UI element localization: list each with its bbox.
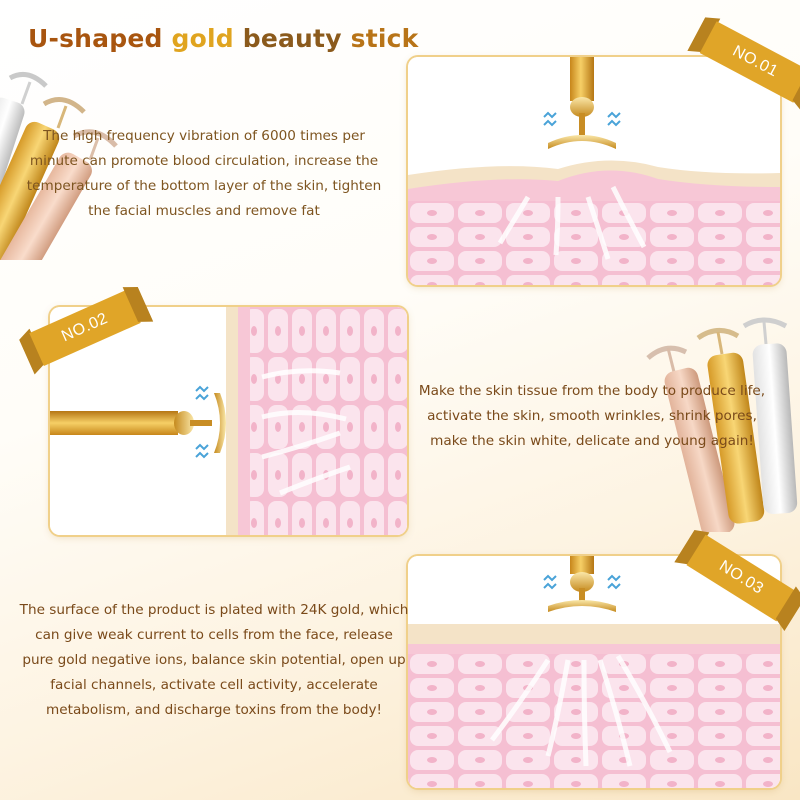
step-description-2: Make the skin tissue from the body to pr… [418,383,766,449]
stick-icon [548,57,616,149]
vibration-wave-icon [543,574,621,590]
silver-stick-icon [0,71,48,227]
silver-stick-icon [742,317,798,515]
ribbon-badge-icon [674,529,800,632]
title-word-3: beauty [242,24,342,53]
product-wands-right [638,312,800,532]
ribbon-badge-icon [19,286,154,375]
arrow-flow-icon [497,185,647,260]
ribbon-badge-icon [687,17,800,112]
illustration-panel-3 [408,556,780,788]
stick-icon [548,556,616,612]
vibration-wave-icon [195,385,209,459]
product-wands-top-left [0,60,200,260]
ribbon-badge-3: NO.03 [674,525,800,632]
ribbon-badge-2: NO.02 [17,281,154,375]
rose-gold-stick-icon [0,129,118,260]
illustration-panel-2 [50,307,407,535]
stick-icon [50,393,226,453]
step-description-3: The surface of the product is plated wit… [19,602,409,718]
arrow-flow-icon [261,368,351,496]
gold-stick-icon [0,97,86,260]
step-description-1: The high frequency vibration of 6000 tim… [26,128,382,219]
gold-stick-icon [696,328,765,524]
title-word-4: stick [350,24,419,53]
title-word-2: gold [171,24,234,53]
vibration-wave-icon [543,111,621,127]
illustration-panel-1 [408,57,780,285]
arrow-flow-icon [490,654,673,767]
ribbon-badge-1: NO.01 [687,12,800,112]
page-title: U-shaped gold beauty stick [28,24,418,53]
rose-gold-stick-icon [646,345,735,532]
title-word-1: U-shaped [28,24,163,53]
